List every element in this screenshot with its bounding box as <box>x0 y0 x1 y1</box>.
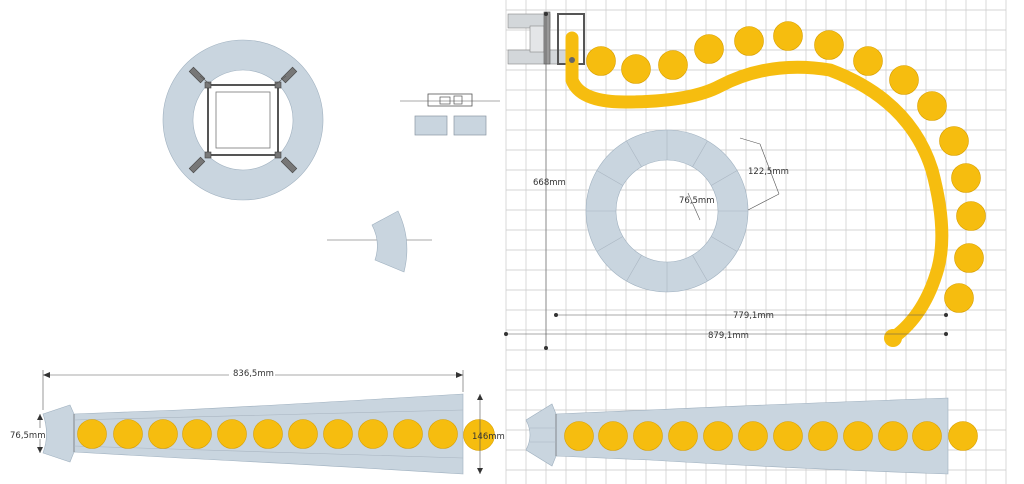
ball-spiral-9 <box>889 65 919 95</box>
ball-left-4 <box>182 419 212 449</box>
ball-right-1 <box>564 421 594 451</box>
small-side-view <box>400 93 500 136</box>
ring-segment <box>327 210 432 273</box>
ball-spiral-5 <box>734 26 764 56</box>
ball-spiral-7 <box>814 30 844 60</box>
ball-right-6 <box>738 421 768 451</box>
ball-right-3 <box>633 421 663 451</box>
dim-tube-small-end: 76,5mm <box>10 431 46 441</box>
ball-left-2 <box>113 419 143 449</box>
ball-left-3 <box>148 419 178 449</box>
ball-right-11 <box>912 421 942 451</box>
dim-width-879: 879,1mm <box>708 331 749 341</box>
ball-right-12 <box>948 421 978 451</box>
mount-bracket <box>507 11 585 65</box>
ball-right-2 <box>598 421 628 451</box>
ball-left-8 <box>323 419 353 449</box>
dimension-lines-right <box>504 12 948 350</box>
ball-spiral-10 <box>917 91 947 121</box>
ball-spiral-14 <box>954 243 984 273</box>
ball-spiral-12 <box>951 163 981 193</box>
ball-left-1 <box>77 419 107 449</box>
dim-ring-outer: 122,5mm <box>748 167 789 177</box>
ball-spiral-13 <box>956 201 986 231</box>
ball-left-7 <box>288 419 318 449</box>
ball-spiral-4 <box>694 34 724 64</box>
ball-spiral-1 <box>586 46 616 76</box>
ball-left-6 <box>253 419 283 449</box>
ball-right-5 <box>703 421 733 451</box>
ball-spiral-3 <box>658 50 688 80</box>
dim-tube-length: 836,5mm <box>233 369 274 379</box>
ball-spiral-6 <box>773 21 803 51</box>
ball-right-8 <box>808 421 838 451</box>
ball-left-end <box>463 419 495 451</box>
dim-height-668: 668mm <box>533 178 566 188</box>
dim-ring-inner: 76,5mm <box>679 196 715 206</box>
spiral-track <box>565 21 986 347</box>
ball-right-10 <box>878 421 908 451</box>
ring-top-view <box>585 129 780 293</box>
ball-right-4 <box>668 421 698 451</box>
ball-right-9 <box>843 421 873 451</box>
ring-frame-top-view <box>162 39 324 201</box>
ball-left-11 <box>428 419 458 449</box>
ball-spiral-8 <box>853 46 883 76</box>
ball-spiral-15 <box>944 283 974 313</box>
ball-left-9 <box>358 419 388 449</box>
dim-tube-large-end: 146mm <box>472 432 505 442</box>
tapered-tube-left <box>37 370 495 475</box>
ball-left-10 <box>393 419 423 449</box>
ball-left-5 <box>217 419 247 449</box>
tapered-tube-right <box>525 397 978 475</box>
ball-right-7 <box>773 421 803 451</box>
dim-width-779: 779,1mm <box>733 311 774 321</box>
ball-spiral-2 <box>621 54 651 84</box>
ball-spiral-11 <box>939 126 969 156</box>
